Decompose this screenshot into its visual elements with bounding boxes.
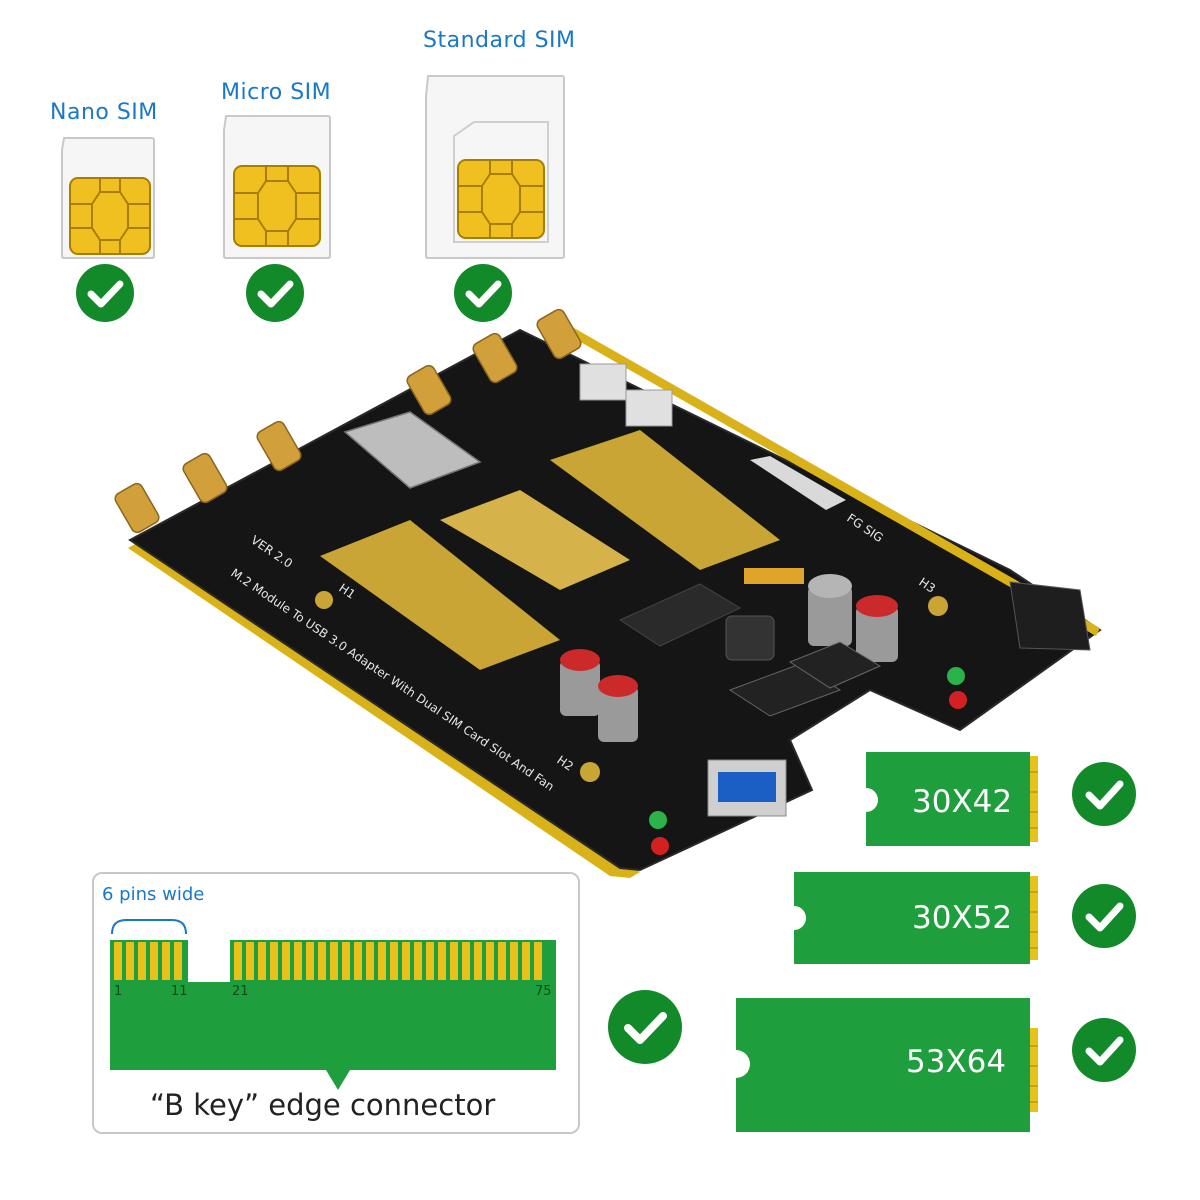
capacitors [560, 574, 898, 742]
adapter-board: M.2 Module To USB 3.0 Adapter With Dual … [114, 308, 1102, 878]
micro-sim-card [223, 115, 331, 259]
micro-sim-check-icon [246, 264, 304, 322]
module-30x42 [866, 752, 1038, 846]
module-53x64 [736, 998, 1038, 1132]
module-30x52-check-icon [1072, 884, 1136, 948]
nano-sim-check-icon [76, 264, 134, 322]
pins-width-bracket [111, 919, 187, 935]
nano-sim-card [61, 137, 155, 259]
micro-sim-label: Micro SIM [221, 80, 332, 105]
pin-number-1: 1 [114, 984, 123, 999]
nano-sim-chip [69, 177, 151, 255]
pin-number-21: 21 [232, 984, 249, 999]
standard-sim-label: Standard SIM [423, 28, 576, 53]
edge-connector-caption: “B key” edge connector [150, 1088, 496, 1122]
nano-sim-label: Nano SIM [50, 100, 158, 125]
edge-connector-check-icon [608, 990, 682, 1064]
micro-sim-chip [233, 165, 321, 247]
module-30x42-check-icon [1072, 762, 1136, 826]
standard-sim-card [425, 75, 565, 259]
pin-number-11: 11 [171, 984, 188, 999]
pin-number-75: 75 [535, 984, 552, 999]
module-30x42-label: 30X42 [912, 784, 1013, 820]
module-30x52 [794, 872, 1038, 964]
module-30x52-label: 30X52 [912, 900, 1013, 936]
standard-sim-chip [457, 159, 545, 239]
sma-antenna-connectors [114, 308, 582, 534]
standard-sim-check-icon [454, 264, 512, 322]
module-53x64-check-icon [1072, 1018, 1136, 1082]
module-53x64-label: 53X64 [906, 1044, 1007, 1080]
pins-width-label: 6 pins wide [102, 884, 205, 905]
edge-connector-diagram [110, 940, 556, 1090]
